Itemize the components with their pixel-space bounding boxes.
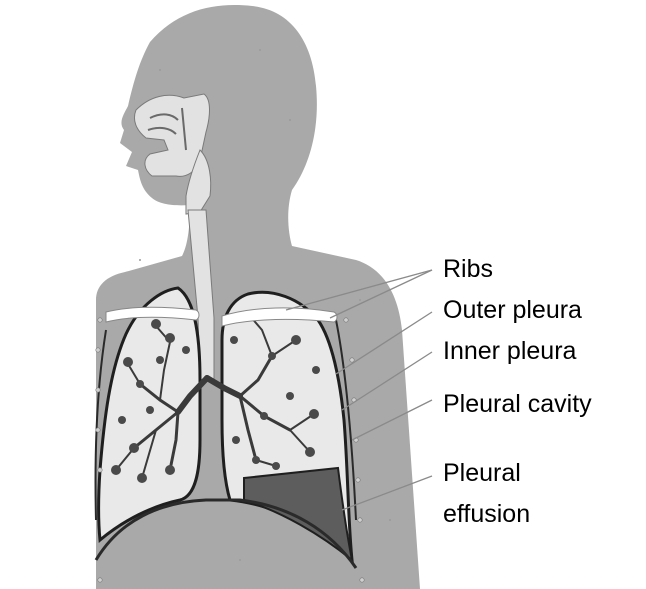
label-inner-pleura: Inner pleura — [443, 337, 577, 365]
label-ribs: Ribs — [443, 255, 493, 283]
label-pleural-effusion-line2: effusion — [443, 500, 530, 528]
label-outer-pleura: Outer pleura — [443, 296, 582, 324]
label-pleural-cavity: Pleural cavity — [443, 390, 592, 418]
label-pleural-effusion-line1: Pleural — [443, 459, 521, 487]
